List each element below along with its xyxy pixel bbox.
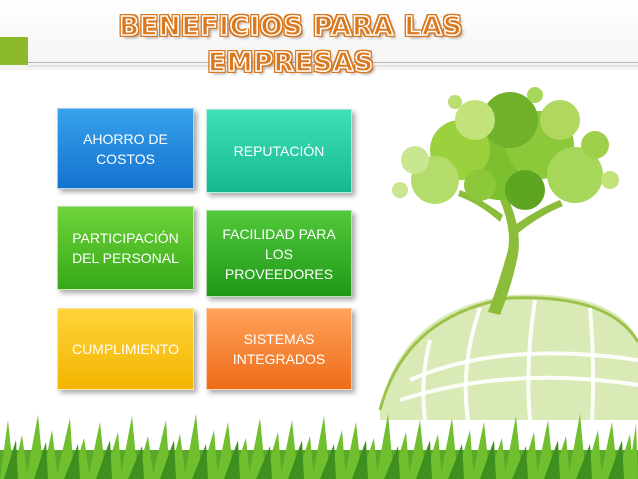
benefit-label: PARTICIPACIÓN DEL PERSONAL	[72, 230, 179, 266]
header-divider-shadow	[28, 65, 638, 67]
trunk-icon	[458, 190, 563, 315]
slide-title: BENEFICIOS PARA LAS EMPRESAS	[36, 9, 546, 79]
grass-strip-illustration	[0, 414, 638, 479]
benefit-box-reputacion[interactable]: REPUTACIÓN	[206, 109, 352, 193]
header-background	[0, 0, 638, 70]
slide-title-text: BENEFICIOS PARA LAS EMPRESAS	[118, 11, 463, 79]
benefit-label: AHORRO DE COSTOS	[83, 130, 168, 167]
accent-square	[0, 37, 28, 65]
tree-globe-illustration	[378, 87, 638, 421]
globe-icon	[378, 294, 638, 421]
benefit-box-ahorro-de-costos[interactable]: AHORRO DE COSTOS	[57, 108, 194, 189]
benefit-box-participacion-del-personal[interactable]: PARTICIPACIÓN DEL PERSONAL	[57, 206, 194, 290]
header-divider	[28, 62, 638, 63]
benefit-label: SISTEMAS INTEGRADOS	[232, 331, 326, 367]
title-band: BENEFICIOS PARA LAS EMPRESAS	[36, 9, 546, 79]
benefit-label: REPUTACIÓN	[233, 143, 325, 159]
benefit-box-sistemas-integrados[interactable]: SISTEMAS INTEGRADOS	[206, 308, 352, 390]
benefit-box-facilidad-para-los-proveedores[interactable]: FACILIDAD PARA LOS PROVEEDORES	[206, 210, 352, 297]
benefit-label: FACILIDAD PARA LOS PROVEEDORES	[222, 225, 336, 282]
canopy-icon	[392, 87, 619, 210]
benefit-label: CUMPLIMIENTO	[71, 341, 180, 357]
benefit-box-cumplimiento[interactable]: CUMPLIMIENTO	[57, 308, 194, 390]
